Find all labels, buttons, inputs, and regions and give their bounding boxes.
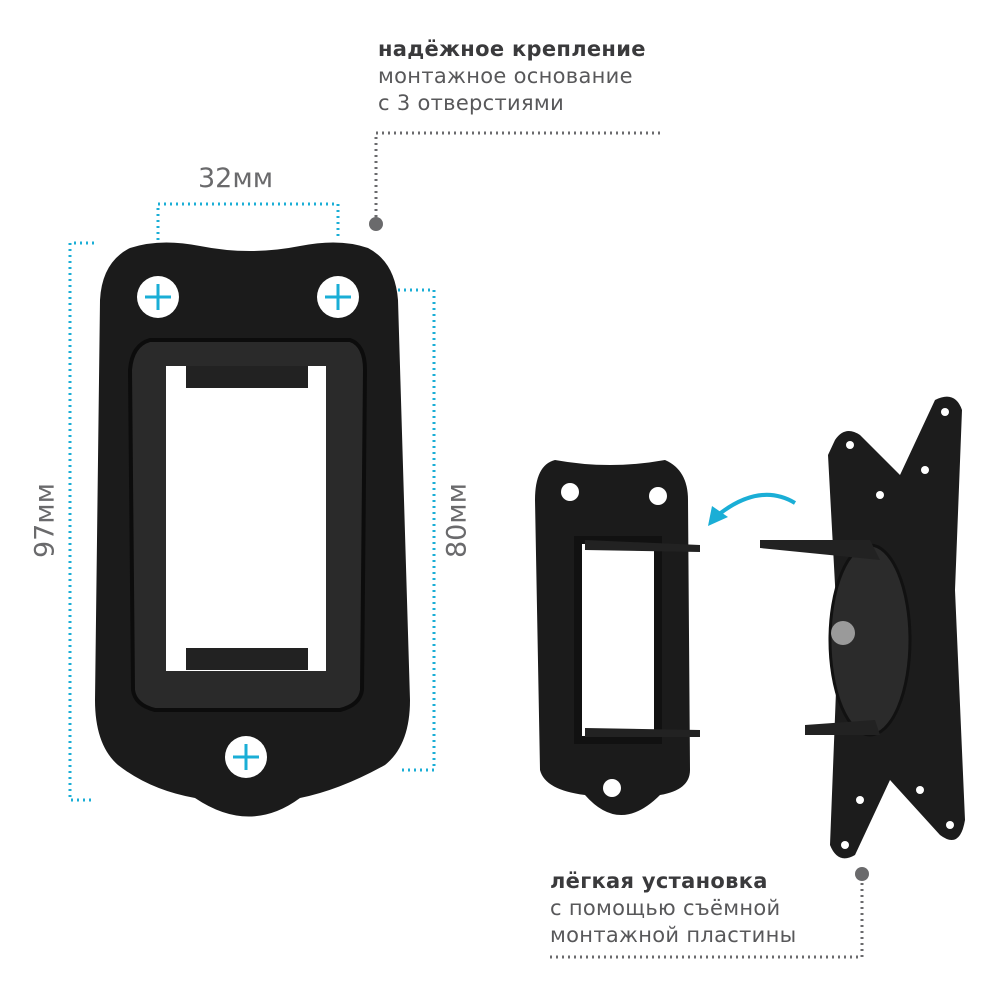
install-arrow xyxy=(716,492,797,517)
dimension-lines xyxy=(68,202,436,802)
top-caption: надёжное крепление монтажное основание с… xyxy=(378,36,646,117)
top-caption-title: надёжное крепление xyxy=(378,37,646,61)
bottom-caption-line2: монтажной пластины xyxy=(550,923,797,947)
top-caption-line2: с 3 отверстиями xyxy=(378,91,565,115)
vesa-plate xyxy=(760,396,965,859)
screw-hole xyxy=(317,276,359,318)
callout-connectors xyxy=(374,131,864,959)
hole-spacing-label: 32мм xyxy=(198,163,274,194)
total-height-label: 97мм xyxy=(29,482,61,559)
arrow-head-icon xyxy=(708,506,728,526)
top-caption-line1: монтажное основание xyxy=(378,64,633,88)
removable-mounting-plate xyxy=(535,460,700,815)
hole-height-label: 80мм xyxy=(441,482,473,559)
screw-hole xyxy=(225,736,267,778)
callout-dot-top xyxy=(369,217,383,231)
bottom-caption: лёгкая установка с помощью съёмной монта… xyxy=(550,868,797,949)
screw-hole xyxy=(137,276,179,318)
mounting-base-plate xyxy=(95,242,410,817)
bottom-caption-title: лёгкая установка xyxy=(550,869,768,893)
callout-dot-bottom xyxy=(855,867,869,881)
bottom-caption-line1: с помощью съёмной xyxy=(550,896,781,920)
